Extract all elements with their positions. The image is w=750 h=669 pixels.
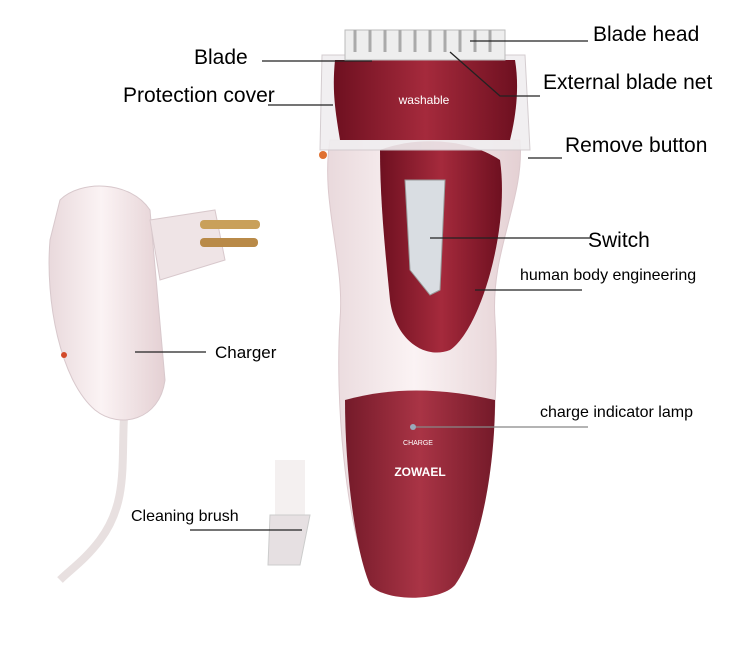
cleaning-brush — [267, 460, 311, 566]
label-charger: Charger — [215, 343, 277, 362]
charger — [48, 185, 260, 421]
label-human-body-engineering: human body engineering — [520, 267, 697, 284]
label-switch: Switch — [588, 229, 650, 252]
label-charge-indicator-lamp: charge indicator lamp — [540, 404, 693, 421]
charger-cord — [57, 399, 129, 583]
charge-text: CHARGE — [403, 440, 433, 447]
label-external-blade-net: External blade net — [543, 71, 713, 94]
brand-text: ZOWAEL — [394, 465, 445, 479]
label-remove-button: Remove button — [565, 134, 708, 157]
label-cleaning-brush: Cleaning brush — [131, 508, 239, 525]
label-protection-cover: Protection cover — [123, 84, 275, 107]
label-blade-head: Blade head — [593, 23, 700, 46]
shaver: washable CHARGE ZOWAEL — [319, 29, 531, 598]
label-blade: Blade — [194, 46, 248, 69]
washable-text: washable — [398, 93, 450, 107]
leader-lines — [135, 40, 590, 531]
